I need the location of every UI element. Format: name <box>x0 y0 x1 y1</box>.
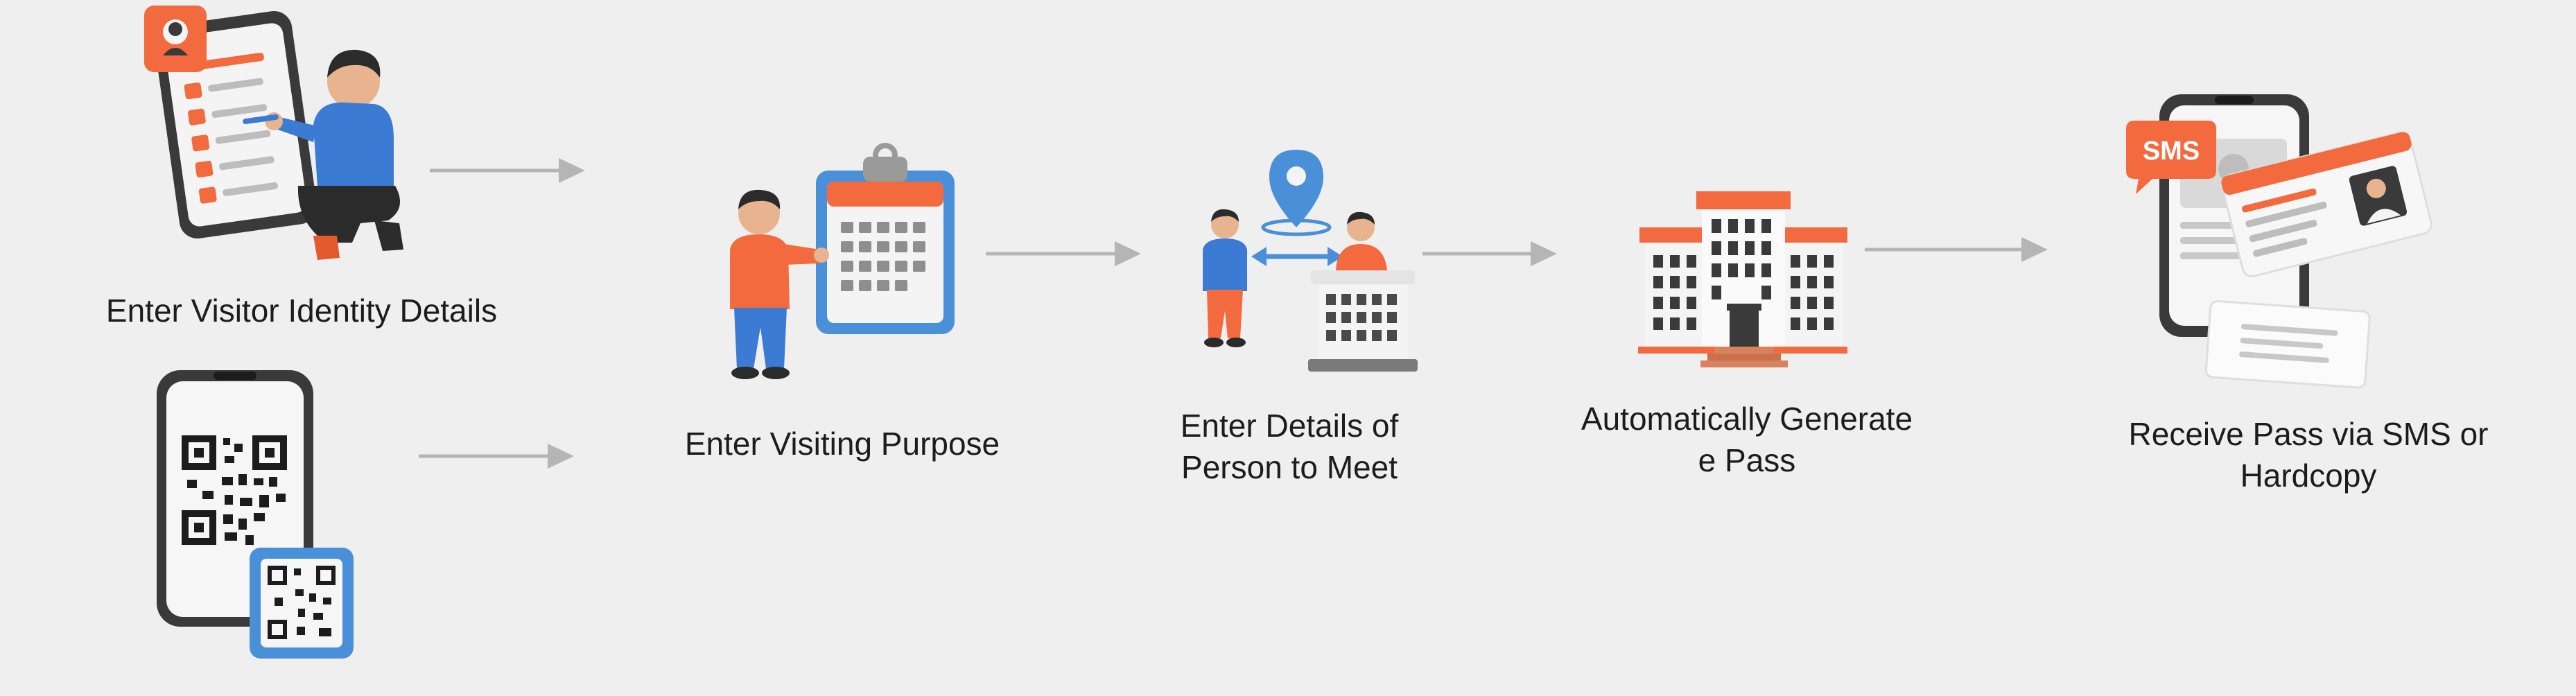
arrow-right-icon <box>1422 241 1557 266</box>
step-label-generate-e-pass: Automatically Generate e Pass <box>1581 401 1913 478</box>
arrow-right-icon <box>1865 237 2048 262</box>
phone-sms-pass-icon: SMS <box>2126 94 2433 389</box>
person-calendar-clipboard-icon <box>730 143 955 379</box>
step-label-receive-pass: Receive Pass via SMS or Hardcopy <box>2128 416 2489 494</box>
step-label-visitor-identity: Enter Visitor Identity Details <box>105 293 498 329</box>
arrow-right-icon <box>430 158 585 183</box>
arrow-right-icon <box>986 241 1141 266</box>
sms-badge-text: SMS <box>2143 137 2200 166</box>
step-label-person-to-meet: Enter Details of Person to Meet <box>1180 408 1399 485</box>
step-label-visiting-purpose: Enter Visiting Purpose <box>684 426 1000 462</box>
person-filling-form-tablet-icon <box>144 6 403 260</box>
people-location-building-icon <box>1203 150 1418 372</box>
phone-qr-code-icon <box>157 370 354 659</box>
office-building-icon <box>1638 191 1847 367</box>
arrow-right-icon <box>419 444 574 469</box>
